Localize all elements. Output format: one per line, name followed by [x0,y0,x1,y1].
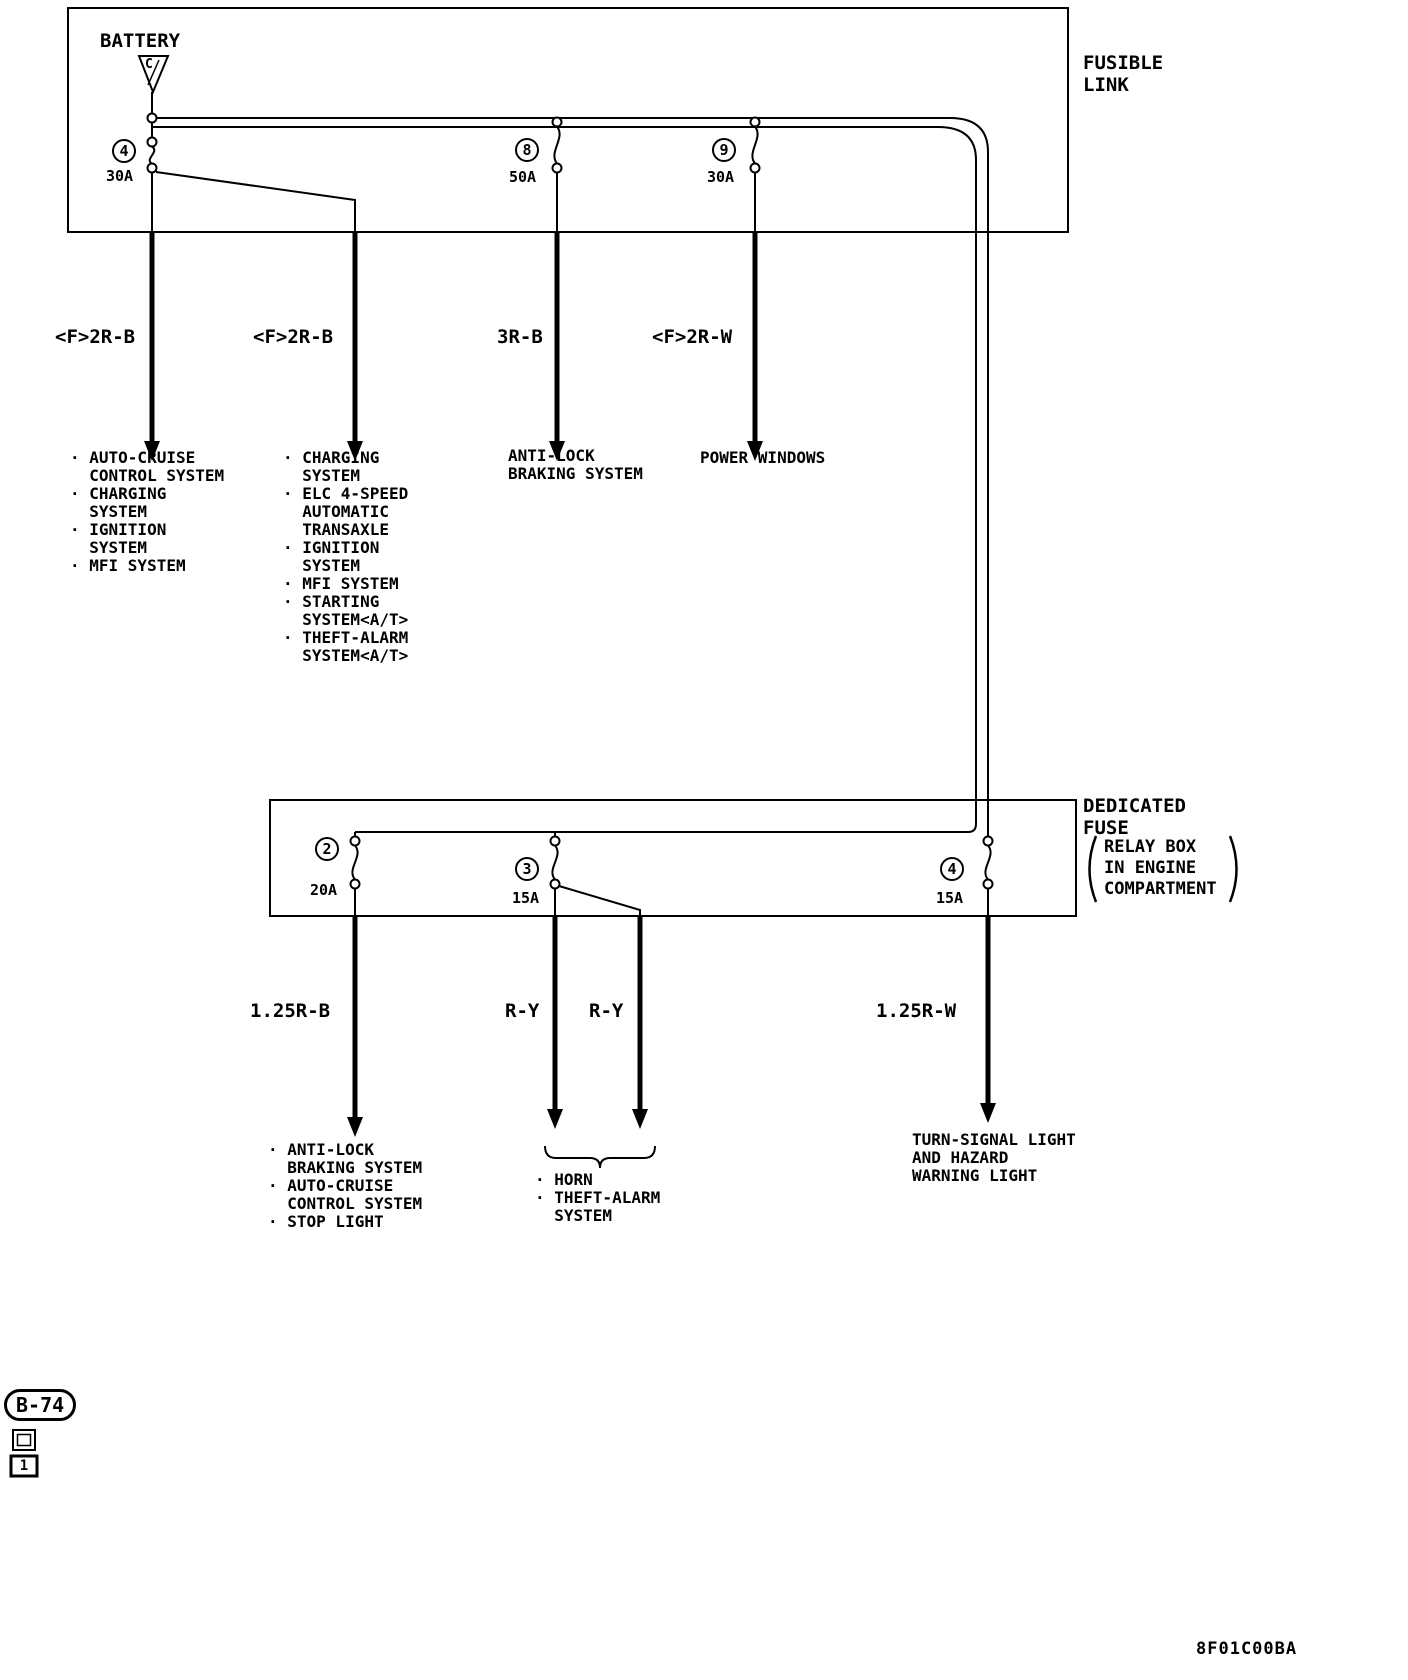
destination-list: · CHARGING SYSTEM · ELC 4-SPEED AUTOMATI… [283,448,409,665]
circuit-arrows [149,232,991,1120]
fuse-amp-label: 15A [512,889,540,907]
destination-list: ANTI-LOCK BRAKING SYSTEM [508,446,643,483]
component-boxes [67,7,1077,917]
fuse-number-badge: 2 [315,837,339,861]
horn-brace [544,1145,656,1169]
fuse-amp-label: 20A [310,881,338,899]
dedicated-fuses [349,832,994,916]
fuse-amp-label: 30A [106,167,134,185]
fuse-number-badge: 3 [515,857,539,881]
destination-list: · HORN · THEFT-ALARM SYSTEM [535,1170,661,1225]
fuse-number-badge: 4 [940,857,964,881]
wire-label: <F>2R-B [253,326,334,348]
wire-label: R-Y [589,1000,624,1022]
power-bus-wires [146,112,989,836]
relay-box-note: RELAY BOX IN ENGINE COMPARTMENT [1104,837,1217,899]
page-ref-badge: B-74 [4,1389,77,1421]
dedicated-fuse-label: DEDICATED FUSE [1083,795,1186,839]
wire-label: <F>2R-W [652,326,733,348]
footer-connector-icon [9,1429,39,1478]
fusible-link-label: FUSIBLE LINK [1083,52,1164,96]
wire-label: 1.25R-W [876,1000,957,1022]
doc-code: 8F01C00BA [1196,1639,1298,1659]
fuse-amp-label: 50A [509,168,537,186]
fusible-link-fuses [146,116,761,232]
connector-c-label: C [145,57,153,72]
relay-note-parens [1088,835,1238,903]
battery-label: BATTERY [100,30,181,52]
fusible-link-box-outline [67,7,1069,233]
wire-label: 3R-B [497,326,543,348]
destination-list: · ANTI-LOCK BRAKING SYSTEM · AUTO-CRUISE… [268,1140,423,1231]
destination-list: · AUTO-CRUISE CONTROL SYSTEM · CHARGING … [70,448,225,575]
destination-list: TURN-SIGNAL LIGHT AND HAZARD WARNING LIG… [912,1130,1076,1185]
fuse-number-badge: 4 [112,139,136,163]
wire-label: <F>2R-B [55,326,136,348]
fuse-number-badge: 8 [515,138,539,162]
battery-connector-symbol [137,55,170,114]
connector-pin-label: 1 [19,1458,29,1474]
wire-label: 1.25R-B [250,1000,331,1022]
pin-number-box [9,1454,39,1478]
dedicated-fuse-box-outline [269,799,1077,917]
arrow-heads [144,441,996,1137]
fuse-amp-label: 15A [936,889,964,907]
fuse-amp-label: 30A [707,168,735,186]
wire-label: R-Y [505,1000,540,1022]
destination-list: POWER WINDOWS [700,448,826,467]
fuse-number-badge: 9 [712,138,736,162]
